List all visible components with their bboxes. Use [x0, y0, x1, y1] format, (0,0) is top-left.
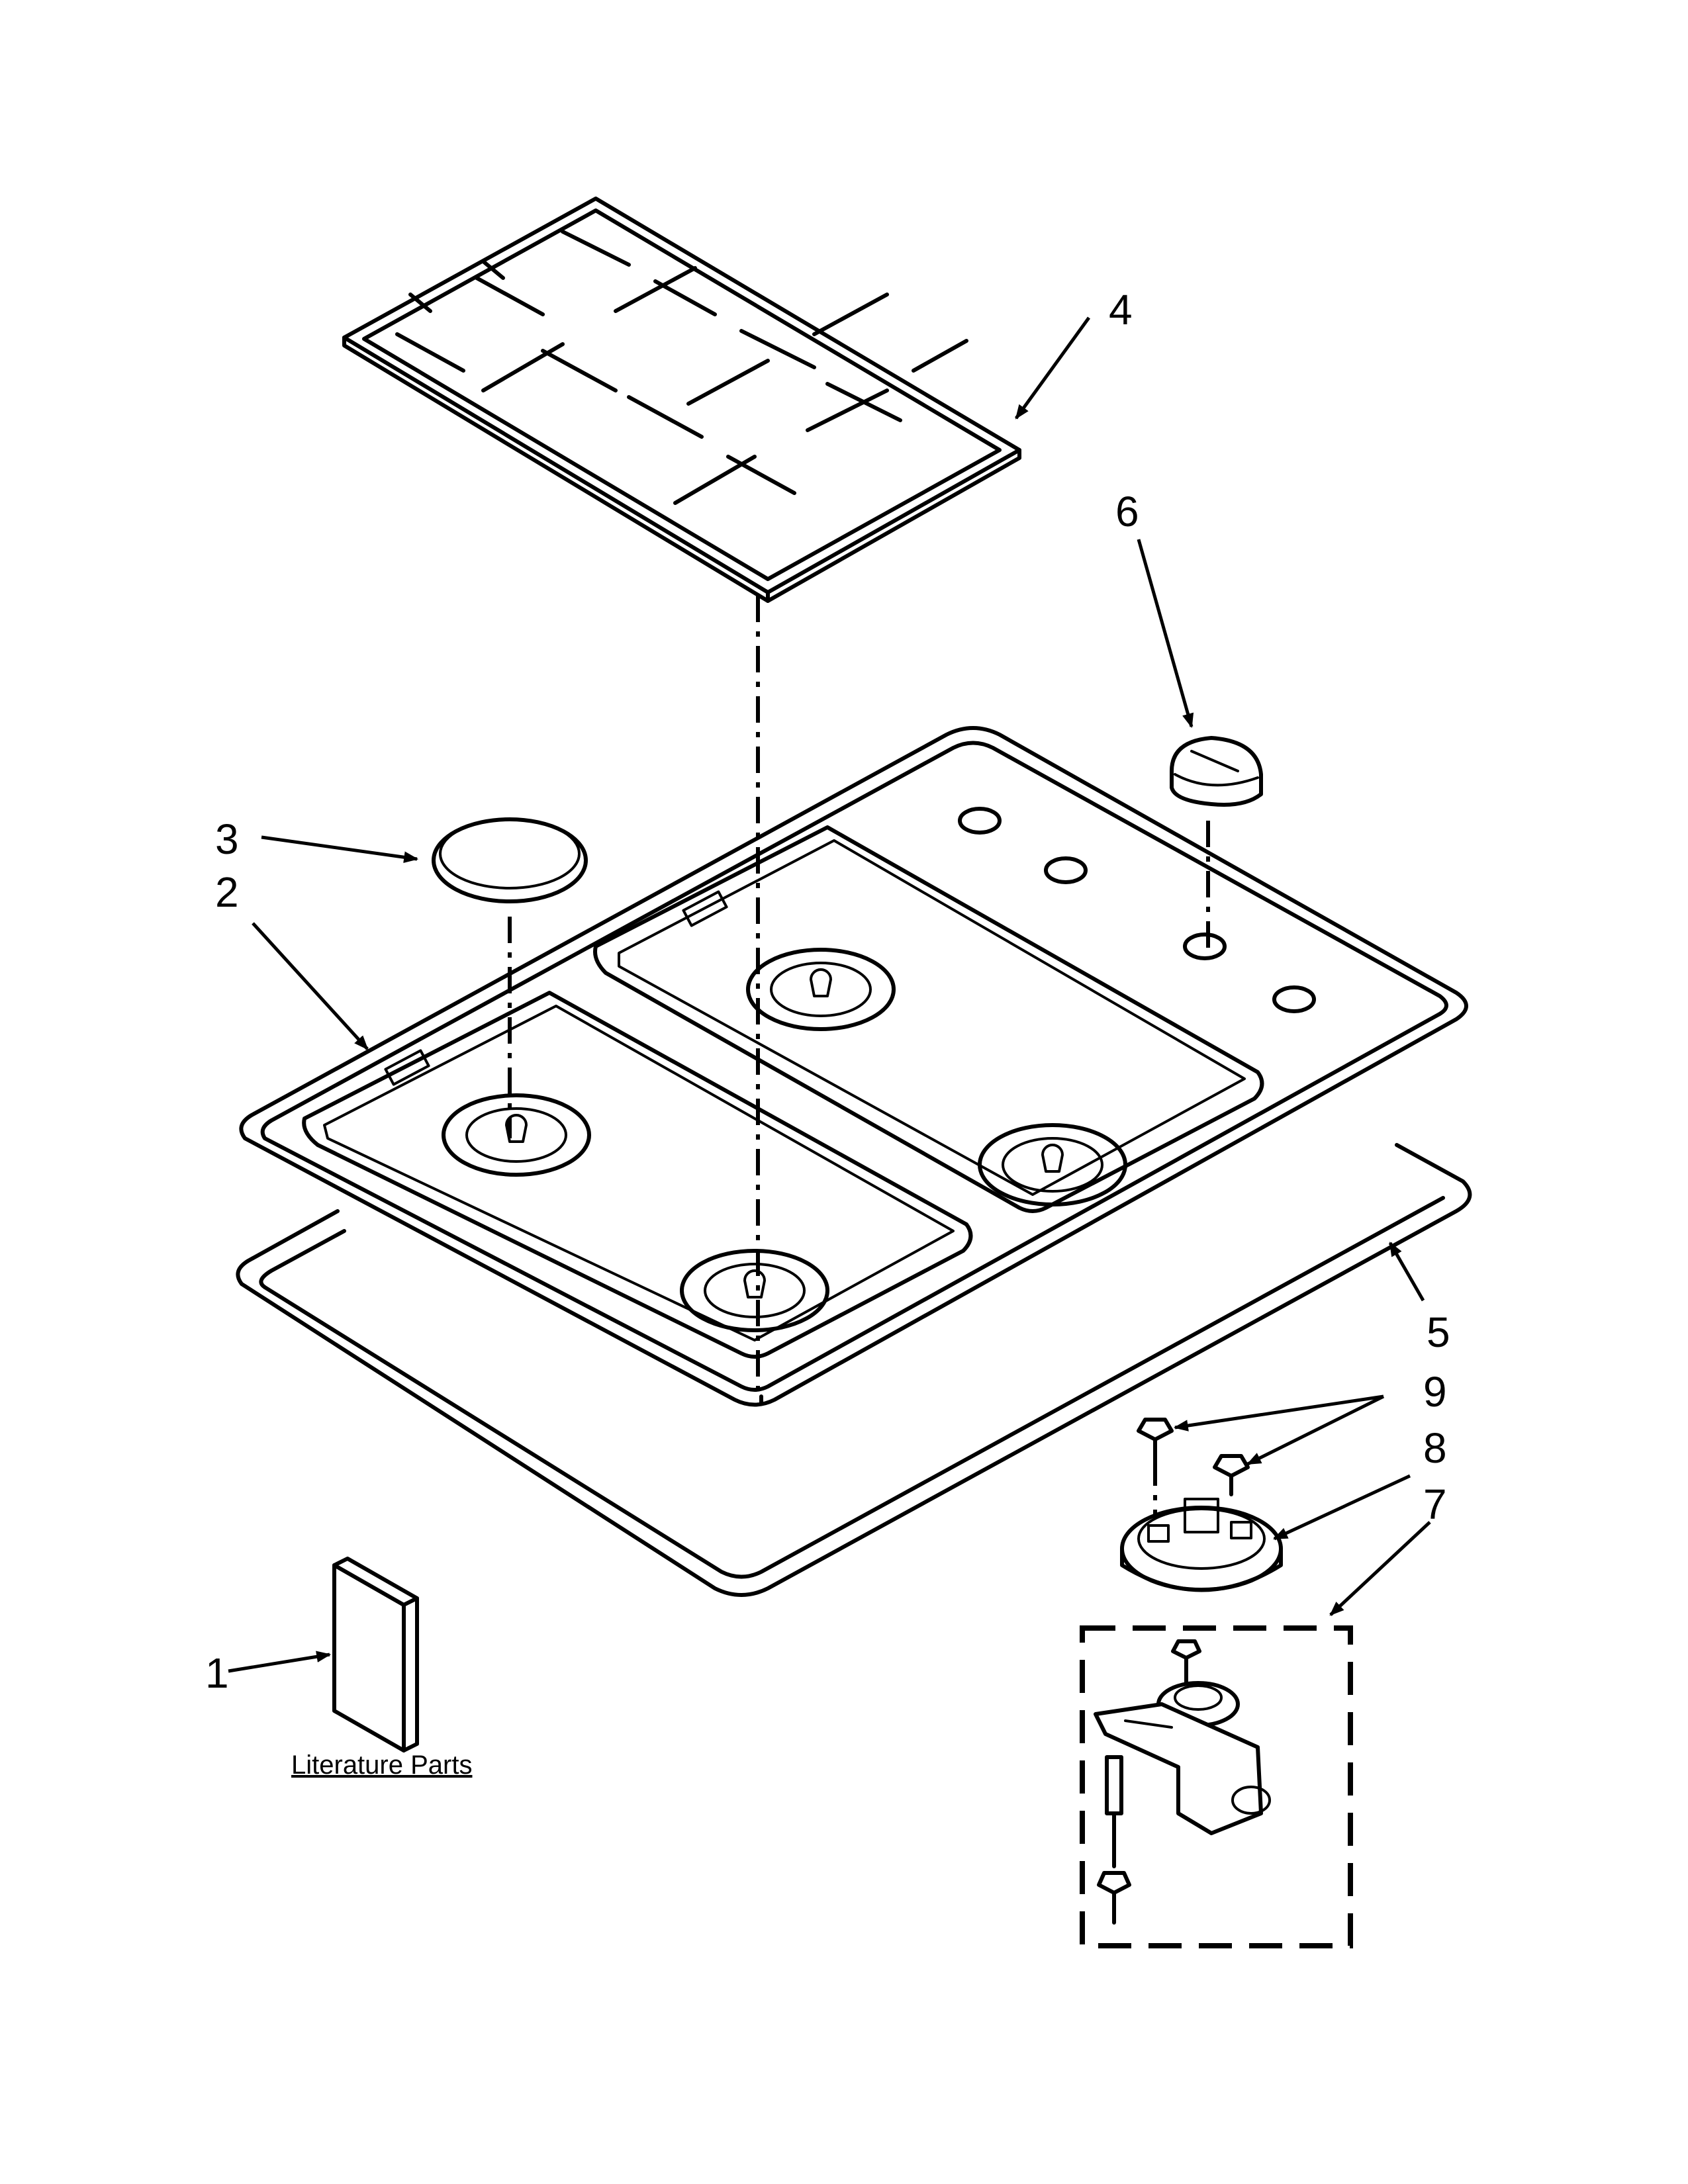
callout-9: 9 — [1423, 1368, 1447, 1416]
burner-cap-part — [432, 817, 588, 903]
callout-5: 5 — [1427, 1308, 1450, 1356]
callout-2: 2 — [215, 868, 239, 916]
cooktop-part — [239, 726, 1468, 1407]
valve-assembly-part — [1080, 1625, 1353, 1948]
burner-base-part — [1120, 1498, 1283, 1592]
grate-part — [342, 197, 1021, 603]
knob-part — [1170, 736, 1263, 807]
callout-8: 8 — [1423, 1424, 1447, 1472]
assembly-lines — [508, 596, 1210, 1516]
callout-labels: 1 2 3 4 5 6 7 8 9 — [205, 286, 1450, 1697]
screws-part — [1137, 1418, 1250, 1496]
leader-lines — [228, 316, 1431, 1673]
literature-caption: Literature Parts — [291, 1751, 472, 1780]
callout-3: 3 — [215, 815, 239, 863]
callout-7: 7 — [1423, 1480, 1447, 1528]
literature-part — [332, 1557, 419, 1752]
callout-6: 6 — [1115, 488, 1139, 535]
gasket-part — [236, 1143, 1472, 1597]
callout-1: 1 — [205, 1649, 229, 1697]
callout-4: 4 — [1109, 286, 1133, 334]
